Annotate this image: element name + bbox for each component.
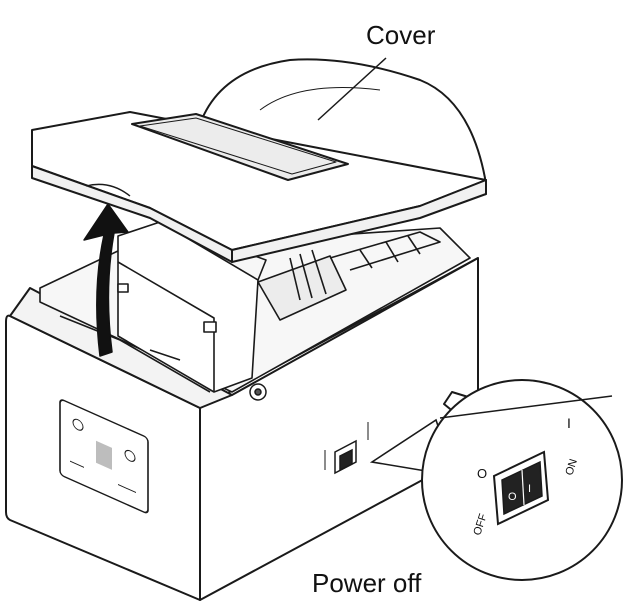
switch-on-symbol: I [567, 415, 571, 431]
side-power-switch [324, 422, 369, 475]
switch-inset: O I I O ON OFF [439, 395, 613, 537]
switch-off-symbol: O [477, 466, 487, 481]
cover-label-group: Cover [317, 20, 436, 121]
switch-on-text: ON [563, 457, 580, 476]
rocker-on-symbol: I [528, 483, 531, 495]
rocker-off-symbol: O [508, 491, 517, 503]
cover-label: Cover [366, 20, 436, 50]
cover-leader-line [317, 57, 387, 121]
front-button [249, 383, 267, 401]
printer-cover [31, 58, 487, 263]
printer-interior [39, 221, 471, 393]
front-panel [59, 399, 149, 514]
rocker-switch-icon [501, 460, 543, 516]
power-off-label: Power off [312, 568, 422, 598]
